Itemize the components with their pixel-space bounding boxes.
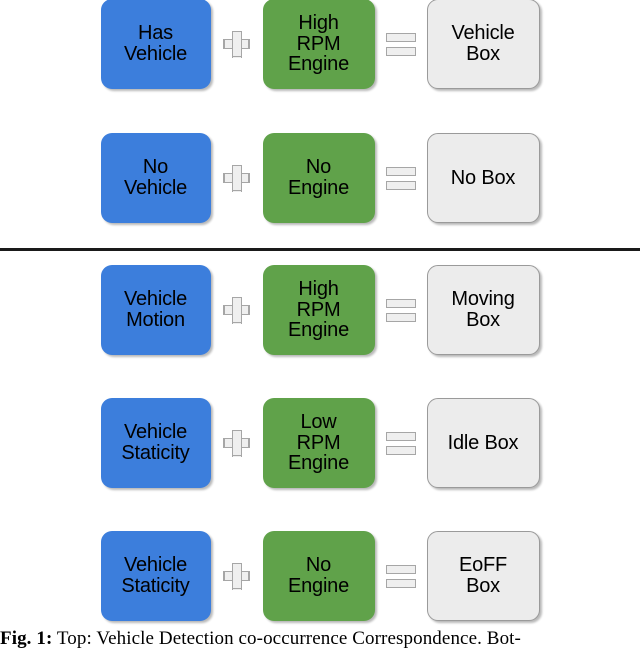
box-line: No <box>305 156 332 179</box>
box-line: Vehicle <box>451 22 515 45</box>
condition-box-engine-state: Low RPM Engine <box>262 398 375 488</box>
result-box: No Box <box>426 133 540 223</box>
box-line: Engine <box>287 319 350 342</box>
box-line: Box <box>466 575 500 597</box>
box-line: No Box <box>450 166 516 189</box>
plus-icon <box>223 30 250 58</box>
equals-icon <box>385 430 416 456</box>
plus-icon <box>223 164 250 192</box>
box-line: Moving <box>451 288 515 311</box>
box-line: No <box>305 554 332 577</box>
condition-box-vehicle-staticity: Vehicle Staticity <box>100 531 211 621</box>
box-line: EoFF <box>458 554 508 577</box>
box-line: High <box>298 11 339 34</box>
box-line: Box <box>466 43 500 65</box>
equals-operator <box>375 0 427 89</box>
plus-icon <box>223 429 250 457</box>
equals-operator <box>375 398 427 488</box>
condition-box-vehicle-staticity: Vehicle Staticity <box>100 398 211 488</box>
box-line: RPM <box>296 32 341 55</box>
box-line: Engine <box>287 177 350 199</box>
box-line: Vehicle <box>123 288 188 311</box>
condition-box-vehicle-presence: Has Vehicle <box>100 0 211 89</box>
result-box: EoFF Box <box>426 531 540 621</box>
condition-box-engine-state: No Engine <box>262 133 375 223</box>
plus-icon <box>223 562 250 590</box>
equation-row-4: Vehicle Staticity Low RPM Engine Idle Bo… <box>0 398 640 488</box>
condition-box-engine-state: High RPM Engine <box>262 0 375 89</box>
equals-operator <box>375 531 427 621</box>
box-line: Box <box>466 309 500 331</box>
equals-icon <box>385 563 416 589</box>
plus-operator <box>211 265 263 355</box>
box-line: Idle Box <box>447 431 519 454</box>
box-line: Vehicle <box>123 177 188 199</box>
result-box: Idle Box <box>426 398 540 488</box>
box-line: Engine <box>287 575 350 597</box>
section-divider <box>0 248 640 251</box>
condition-box-engine-state: No Engine <box>262 531 375 621</box>
equals-icon <box>385 165 416 191</box>
condition-box-vehicle-motion: Vehicle Motion <box>100 265 211 355</box>
plus-operator <box>211 531 263 621</box>
equation-row-1: Has Vehicle High RPM Engine Vehicle Box <box>0 0 640 89</box>
plus-operator <box>211 0 263 89</box>
box-line: Staticity <box>121 575 190 597</box>
figure-caption: Fig. 1: Top: Vehicle Detection co-occurr… <box>0 628 640 650</box>
result-box: Moving Box <box>426 265 540 355</box>
box-line: Motion <box>126 309 185 331</box>
box-line: Engine <box>287 452 350 475</box>
condition-box-engine-state: High RPM Engine <box>262 265 375 355</box>
box-line: Vehicle <box>123 421 188 444</box>
equation-row-5: Vehicle Staticity No Engine EoFF Box <box>0 531 640 621</box>
box-line: RPM <box>296 431 341 454</box>
plus-operator <box>211 133 263 223</box>
equation-row-2: No Vehicle No Engine No Box <box>0 133 640 223</box>
box-line: Has <box>138 22 173 45</box>
equals-operator <box>375 133 427 223</box>
result-box: Vehicle Box <box>426 0 540 89</box>
box-line: Low <box>300 410 337 433</box>
box-line: High <box>298 277 339 300</box>
condition-box-vehicle-presence: No Vehicle <box>100 133 211 223</box>
equation-row-3: Vehicle Motion High RPM Engine Moving Bo… <box>0 265 640 355</box>
equals-icon <box>385 297 416 323</box>
box-line: Vehicle <box>123 554 188 577</box>
equals-operator <box>375 265 427 355</box>
box-line: Vehicle <box>123 43 188 65</box>
equals-icon <box>385 31 416 57</box>
box-line: No <box>142 156 169 179</box>
box-line: Staticity <box>121 442 190 464</box>
plus-icon <box>223 296 250 324</box>
figure-label: Fig. 1: <box>0 628 53 649</box>
plus-operator <box>211 398 263 488</box>
figure-caption-text: Top: Vehicle Detection co-occurrence Cor… <box>52 628 521 649</box>
box-line: RPM <box>296 298 341 321</box>
box-line: Engine <box>287 53 350 76</box>
